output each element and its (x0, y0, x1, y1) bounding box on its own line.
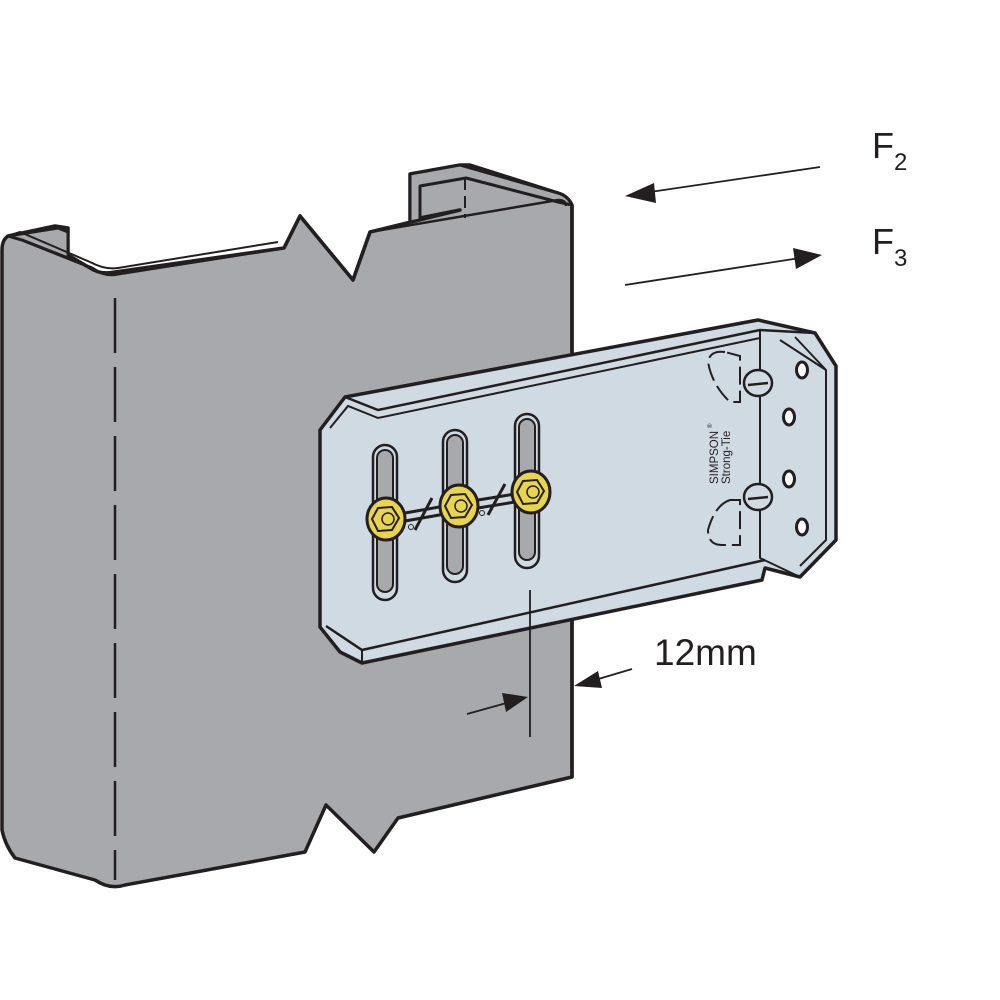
brand-line-2: Strong-Tie (721, 431, 733, 484)
round-hole (795, 517, 809, 537)
brand-stamp: SIMPSON Strong-Tie ® (707, 423, 733, 484)
arrowhead-left-icon (574, 671, 602, 688)
registered-mark-icon (408, 524, 414, 530)
force-label-f2: F2 (872, 125, 907, 176)
dimension-12mm: 12mm (466, 590, 757, 737)
round-hole (782, 469, 796, 489)
oblong-hole-bottom (742, 482, 774, 512)
dimension-label: 12mm (654, 632, 757, 673)
stud-web (0, 163, 574, 889)
round-holes (782, 360, 809, 537)
force-label-f3: F3 (872, 221, 907, 272)
hex-screw-2 (438, 483, 480, 529)
round-hole (782, 407, 796, 427)
hex-screw-3 (510, 469, 552, 515)
bracket-top-flange (344, 328, 816, 412)
oblong-hole-top (742, 368, 774, 398)
stiffener-emboss-bottom (706, 499, 741, 546)
registered-mark-icon (479, 510, 485, 516)
bracket-top-flange-inner (329, 337, 761, 429)
stud-top-edge-right (369, 198, 568, 234)
stud-break-top (282, 214, 372, 282)
arrowhead-right-icon (793, 248, 822, 269)
screw-spacing-break-lines (404, 483, 516, 531)
force-arrow-f2 (625, 166, 821, 203)
force-subscript-f3: 3 (894, 245, 907, 272)
arrowhead-left-icon (625, 183, 656, 203)
stud-top-edge-inner-left (7, 230, 279, 270)
stud-right-flange (408, 163, 574, 224)
brand-registered-mark: ® (707, 423, 714, 428)
stiffener-emboss-top (706, 350, 741, 403)
stud-top-edge-left (21, 238, 285, 277)
hex-screw-1 (365, 496, 407, 542)
force-subscript-f2: 2 (894, 149, 907, 176)
brand-line-1: SIMPSON (709, 431, 721, 484)
arrowhead-right-icon (502, 693, 528, 712)
force-arrow-f3 (624, 248, 822, 286)
round-hole (795, 360, 809, 380)
slotted-bracket: SIMPSON Strong-Tie ® (318, 318, 838, 665)
stud-left-flange (7, 226, 70, 261)
